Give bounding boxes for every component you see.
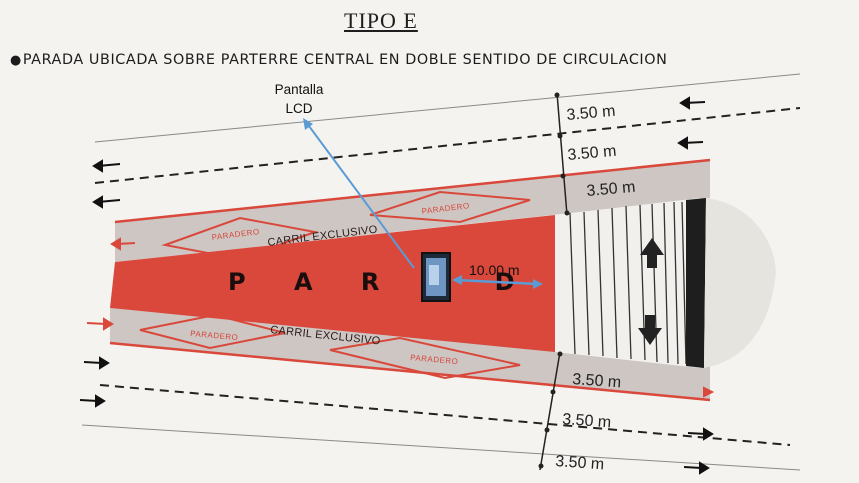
lcd-screen-highlight	[429, 265, 439, 285]
page-title: TIPO E	[344, 8, 418, 33]
exclusive-lane-bottom-edge	[109, 341, 711, 402]
dimension-line-top	[556, 92, 568, 216]
lane-divider-bottom-outer	[99, 384, 791, 446]
screen-label-line1: Pantalla	[274, 82, 324, 97]
distance-arrowhead-right-icon	[533, 279, 543, 289]
crosswalk-zone	[555, 198, 700, 368]
crosswalk-dark-edge	[686, 198, 706, 368]
distance-arrowhead-left-icon	[452, 275, 462, 285]
stop-platform	[110, 215, 555, 352]
traffic-arrows-bottom-left	[79, 317, 114, 408]
paradero-sign-bottom-2	[329, 336, 521, 380]
screen-label: Pantalla LCD	[264, 80, 334, 118]
bullet-icon: ●	[10, 53, 22, 68]
paradero-text-bottom-1: PARADERO	[190, 329, 239, 342]
traffic-arrows-bottom-right	[683, 386, 715, 475]
distance-arrow	[455, 278, 539, 286]
lane-width-bottom-2: 3.50 m	[562, 411, 612, 431]
curved-plaza	[704, 198, 776, 368]
lane-width-bottom-3: 3.50 m	[555, 453, 605, 473]
screen-leader-arrowhead-icon	[303, 118, 313, 130]
screen-label-line2: LCD	[285, 101, 313, 116]
paradero-sign-top-2	[369, 190, 531, 224]
lane-width-top-2: 3.50 m	[567, 143, 617, 164]
lane-width-top-3: 3.50 m	[586, 179, 636, 200]
paradero-text-bottom-2: PARADERO	[410, 353, 459, 366]
page-subtitle: ●PARADA UBICADA SOBRE PARTERRE CENTRAL E…	[10, 52, 667, 68]
crosswalk-arrow-down-icon	[638, 315, 662, 345]
road-edge-top	[94, 73, 801, 143]
distance-label: 10.00 m	[469, 262, 520, 278]
crosswalk-arrow-up-icon	[640, 238, 664, 268]
lane-width-top-1: 3.50 m	[566, 103, 616, 124]
lane-width-bottom-1: 3.50 m	[572, 371, 622, 391]
stop-lettering: P A R A D	[228, 268, 535, 296]
traffic-arrows-top-left	[92, 159, 136, 251]
exclusive-lane-top	[115, 160, 710, 262]
exclusive-lane-bottom	[110, 308, 710, 400]
traffic-arrows-top-right	[677, 96, 706, 150]
road-edge-bottom	[81, 424, 801, 471]
dimension-line-bottom	[539, 351, 561, 471]
subtitle-text: PARADA UBICADA SOBRE PARTERRE CENTRAL EN…	[22, 52, 668, 68]
exclusive-lane-top-edge	[114, 158, 711, 224]
paradero-sign-bottom-1	[139, 313, 286, 350]
paradero-sign-top-1	[161, 216, 319, 261]
lane-divider-top-outer	[94, 107, 801, 184]
dimension-ticks	[538, 92, 570, 469]
screen-leader-line	[305, 121, 415, 269]
